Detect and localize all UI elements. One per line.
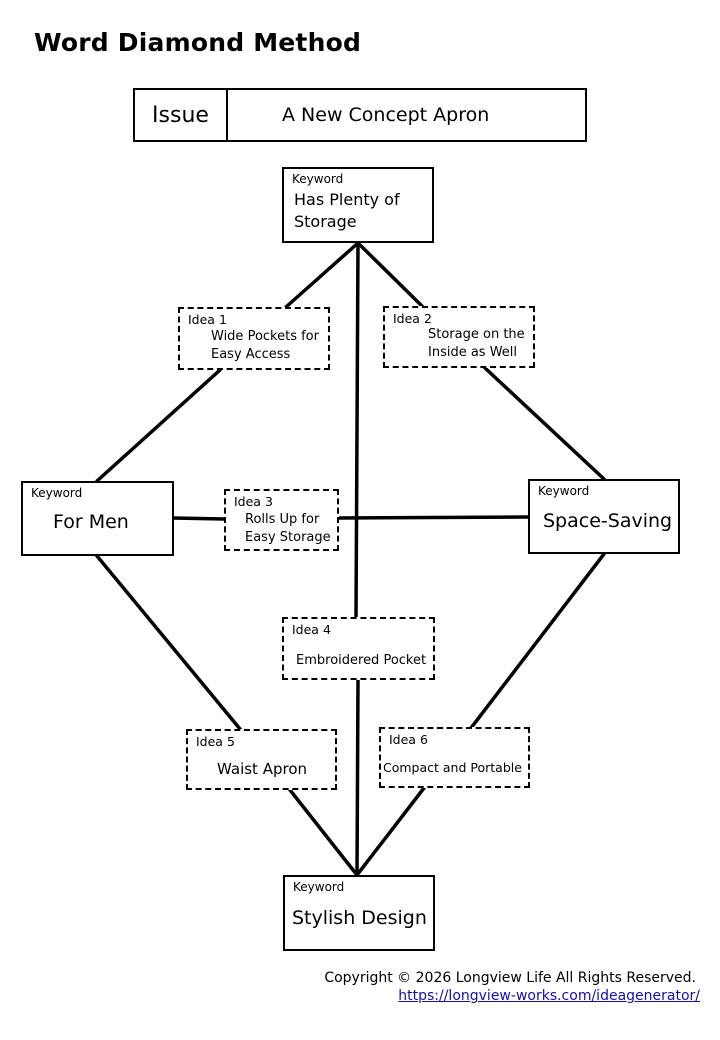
issue-text: A New Concept Apron [282,104,490,126]
connector-idea3-right [337,515,530,520]
keyword-tag: Keyword [292,172,344,186]
idea-box-3: Idea 3 Rolls Up for Easy Storage [224,489,339,551]
connector-top-idea4 [354,241,360,619]
idea-text: Embroidered Pocket [296,653,427,668]
idea-box-6: Idea 6 Compact and Portable [379,727,530,788]
connector-top-idea2 [356,241,424,308]
keyword-text: Space-Saving [543,510,673,532]
idea-text: Wide Pockets for Easy Access [211,329,319,362]
connector-left-idea3 [171,516,226,521]
issue-label: Issue [135,90,228,140]
keyword-tag: Keyword [293,880,345,894]
connector-idea1-left [95,368,222,483]
idea-text: Rolls Up for Easy Storage [245,512,331,545]
copyright-text: Copyright © 2026 Longview Life All Right… [324,970,696,986]
idea-box-5: Idea 5 Waist Apron [186,729,337,790]
keyword-box-bottom: Keyword Stylish Design [283,875,435,951]
idea-text: Compact and Portable [383,760,522,775]
keyword-tag: Keyword [538,484,590,498]
idea-box-4: Idea 4 Embroidered Pocket [282,617,435,680]
connector-idea5-bottom [288,788,359,877]
website-link[interactable]: https://longview-works.com/ideagenerator… [398,988,700,1004]
idea-text: Storage on the Inside as Well [428,327,525,360]
idea-box-1: Idea 1 Wide Pockets for Easy Access [178,307,330,370]
connector-right-idea6 [469,552,606,730]
issue-box: Issue A New Concept Apron [133,88,587,142]
idea-box-2: Idea 2 Storage on the Inside as Well [383,306,535,368]
idea-tag: Idea 1 [188,312,227,327]
idea-tag: Idea 2 [393,311,432,326]
keyword-box-right: Keyword Space-Saving [528,479,680,554]
connector-idea6-bottom [355,786,426,877]
keyword-box-left: Keyword For Men [21,481,174,556]
keyword-text: Has Plenty of Storage [294,190,400,231]
connector-idea4-bottom [355,678,360,877]
idea-tag: Idea 6 [389,732,428,747]
idea-text: Waist Apron [217,760,307,778]
keyword-text: For Men [53,511,129,533]
keyword-text: Stylish Design [292,907,427,929]
connector-idea2-right [483,366,606,481]
page-title: Word Diamond Method [34,28,362,57]
keyword-tag: Keyword [31,486,83,500]
connector-left-idea5 [95,554,242,731]
idea-tag: Idea 5 [196,734,235,749]
idea-tag: Idea 3 [234,494,273,509]
connector-top-idea1 [284,241,360,309]
keyword-box-top: Keyword Has Plenty of Storage [282,167,434,243]
idea-tag: Idea 4 [292,622,331,637]
